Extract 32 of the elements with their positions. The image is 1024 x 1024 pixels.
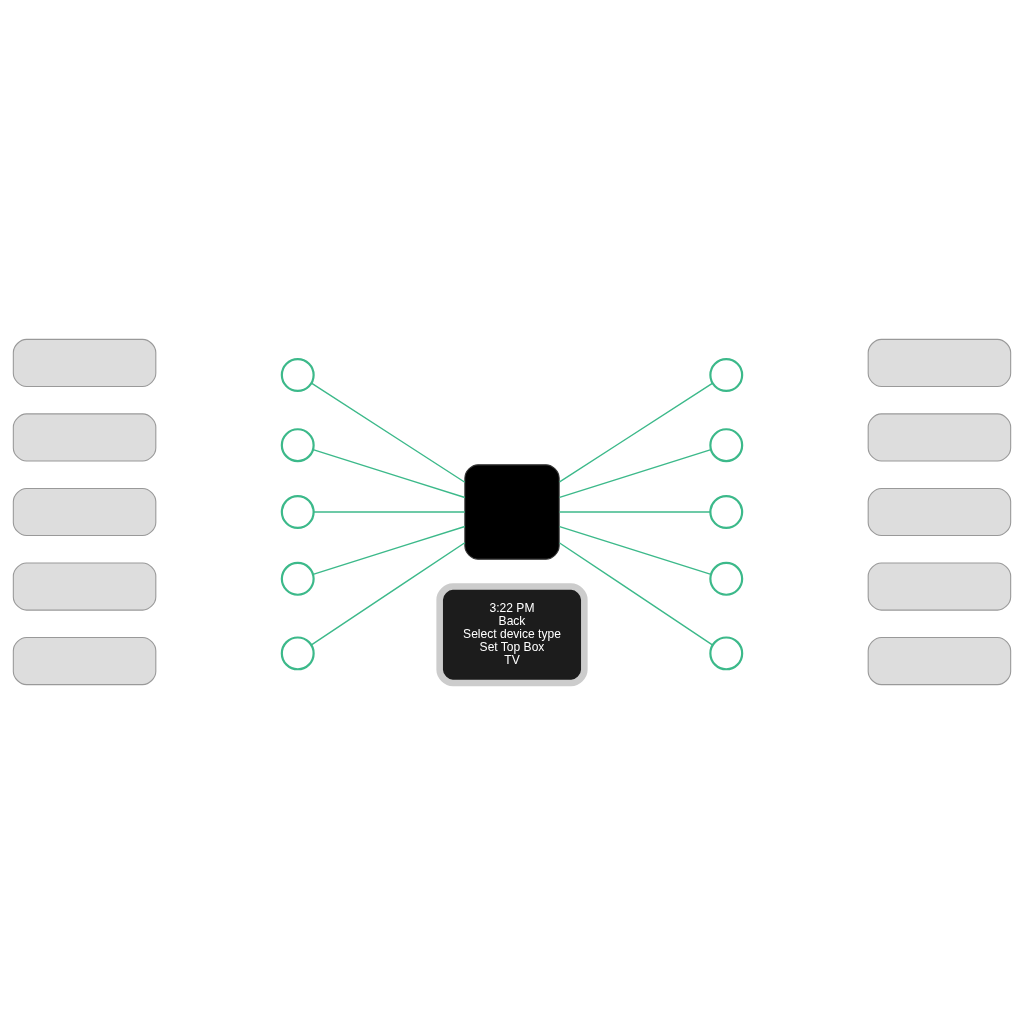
node-circle [709,358,744,392]
connector [310,542,466,646]
node-box [867,338,1012,388]
connector [558,525,712,576]
node-box [464,464,560,560]
connector [558,511,711,513]
node-circle [709,428,744,463]
node-circle [280,561,315,596]
node-circle [709,495,744,529]
connector [313,511,466,513]
connector [558,542,713,646]
node-box [12,413,157,462]
node-box [867,562,1012,611]
node-box [12,636,157,686]
node-box [12,338,157,388]
connector [558,448,712,499]
node-circle [280,636,315,671]
node-box [12,487,157,537]
node-box [867,487,1012,537]
node-circle [280,495,315,529]
node-circle [709,561,744,596]
node-circle [709,636,744,671]
node-box [867,636,1012,686]
node-box: 3:22 PM Back Select device type Set Top Box TV [436,583,588,687]
connector [558,382,713,483]
node-box [12,562,157,611]
node-circle [280,428,315,463]
node-box [867,413,1012,462]
connector [312,448,466,499]
connector [310,382,466,483]
connector [312,525,466,576]
node-circle [280,358,315,392]
